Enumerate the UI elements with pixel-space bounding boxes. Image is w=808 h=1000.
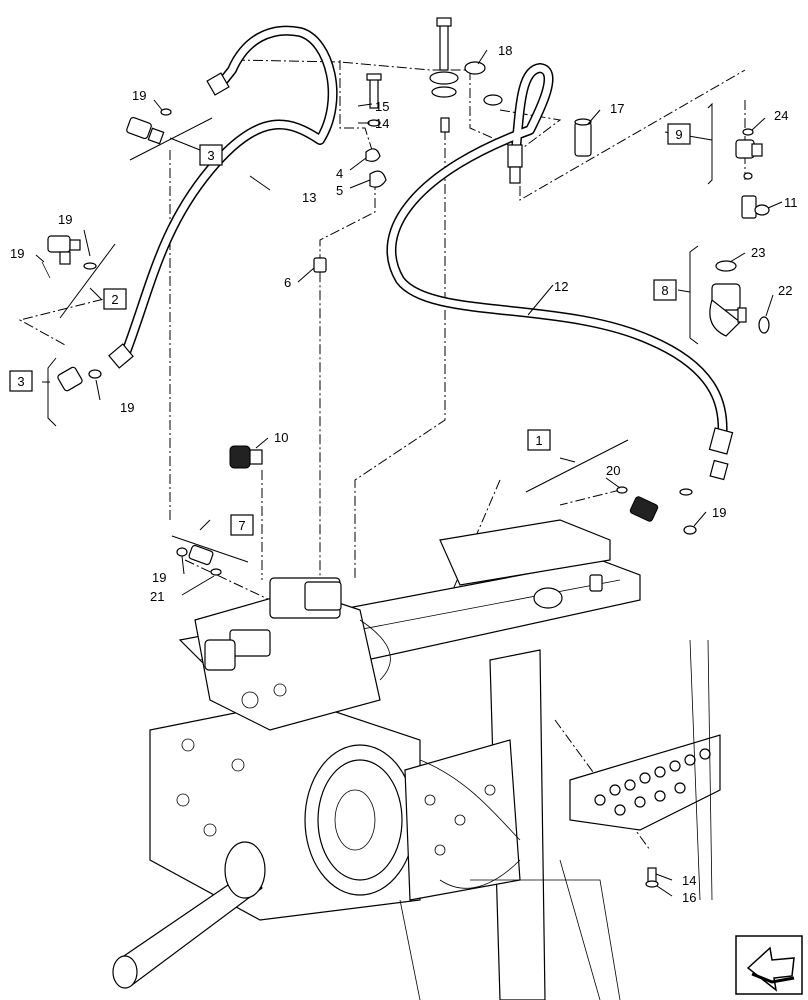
callout-20: 20: [606, 463, 620, 478]
fitting-1: [616, 486, 697, 535]
machine-frame: [112, 519, 721, 1000]
callout-box-3-upper: 3: [199, 144, 223, 166]
callout-6: 6: [284, 275, 291, 290]
callout-16: 16: [682, 890, 696, 905]
callout-17: 17: [610, 101, 624, 116]
spacer-6: [313, 257, 327, 273]
callout-box-1: 1: [527, 429, 551, 451]
cap-10: [229, 445, 263, 469]
callout-box-3-lower: 3: [9, 370, 33, 392]
callout-box-7: 7: [230, 514, 254, 536]
step-plate-holes: [594, 748, 711, 816]
callout-box-8: 8: [653, 279, 677, 301]
fitting-3-lower: [57, 366, 102, 392]
callout-14-top: 14: [375, 116, 389, 131]
callout-19-c: 19: [10, 246, 24, 261]
callout-13: 13: [302, 190, 316, 205]
callout-3-upper: 3: [207, 148, 214, 163]
callout-10: 10: [274, 430, 288, 445]
fitting-2: [41, 235, 97, 279]
callout-23: 23: [751, 245, 765, 260]
callout-19-b: 19: [58, 212, 72, 227]
callout-14-bottom: 14: [682, 873, 696, 888]
callout-4: 4: [336, 166, 343, 181]
callout-box-2: 2: [103, 288, 127, 310]
fitting-9: [735, 128, 770, 219]
callout-19-f: 19: [712, 505, 726, 520]
clamp-18: [464, 61, 503, 106]
callout-labels: 19 19 19 19 19 19 21 10 13 15 14 4 5 6 1…: [10, 43, 798, 905]
callout-24: 24: [774, 108, 788, 123]
hose-12: [386, 63, 728, 445]
callout-19-a: 19: [132, 88, 146, 103]
callout-1: 1: [535, 433, 542, 448]
callout-8: 8: [661, 283, 668, 298]
callout-18: 18: [498, 43, 512, 58]
callout-12: 12: [554, 279, 568, 294]
callout-19-d: 19: [120, 400, 134, 415]
callout-21: 21: [150, 589, 164, 604]
bolt-15: [366, 73, 382, 127]
hose-fittings: [108, 72, 734, 481]
callout-11: 11: [784, 195, 798, 210]
callout-9: 9: [675, 127, 682, 142]
leader-lines: [35, 49, 783, 897]
fitting-3-upper: [126, 108, 172, 145]
clamp-4-5: [365, 148, 387, 188]
callout-22: 22: [778, 283, 792, 298]
callout-3-lower: 3: [17, 374, 24, 389]
hose-13: [120, 25, 338, 360]
callout-2: 2: [111, 292, 118, 307]
callout-15: 15: [375, 99, 389, 114]
callout-box-9: 9: [667, 123, 691, 145]
top-bolt-assembly: [429, 17, 459, 133]
elbow-8: [709, 260, 770, 337]
callout-19-e: 19: [152, 570, 166, 585]
next-page-arrow-icon[interactable]: [735, 935, 803, 995]
callout-7: 7: [238, 518, 245, 533]
callout-5: 5: [336, 183, 343, 198]
sleeve-17: [574, 118, 592, 157]
